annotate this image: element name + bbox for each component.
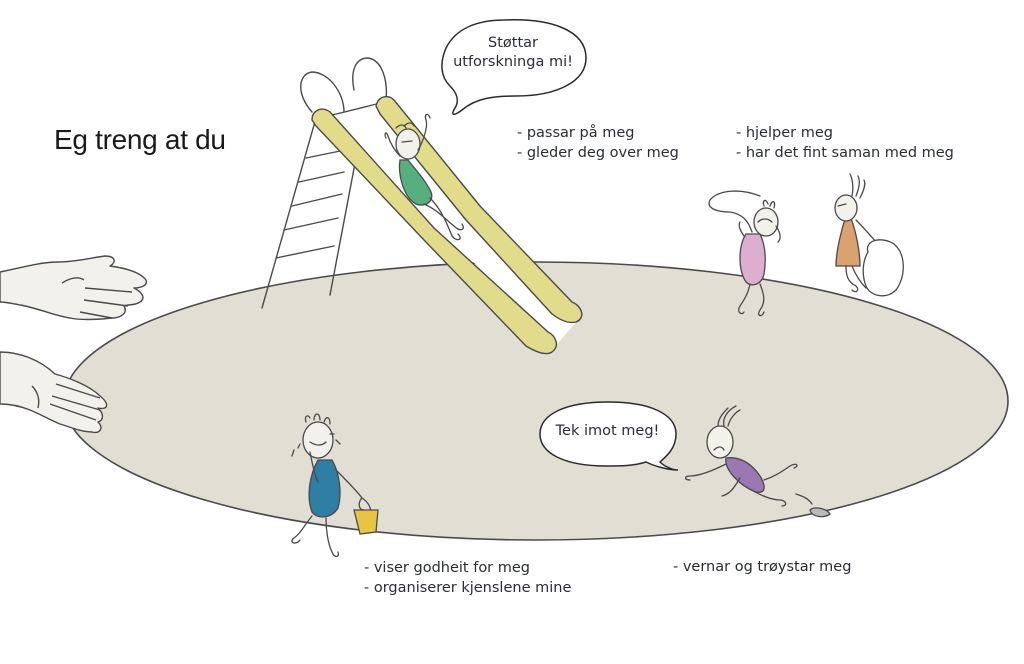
- speech-bubble-slide-text: Støttar utforskninga mi!: [438, 34, 588, 72]
- child-orange-icon: [834, 173, 904, 297]
- caption-bottom-left: - viser godheit for meg - organiserer kj…: [364, 558, 571, 598]
- upper-hand-icon: [0, 255, 147, 321]
- lower-hand-icon: [0, 351, 108, 434]
- child-on-slide-icon: [384, 113, 464, 241]
- speech-bubble-slide: [441, 19, 587, 115]
- caption-line: - organiserer kjenslene mine: [364, 580, 572, 596]
- caption-top-right: - hjelper meg - har det fint saman med m…: [736, 123, 954, 163]
- speech-line: utforskninga mi!: [453, 54, 573, 70]
- speech-bubble-running-text: Tek imot meg!: [540, 422, 675, 441]
- slide-icon: [261, 57, 580, 345]
- speech-line: Støttar: [488, 35, 538, 51]
- child-purple-icon: [684, 405, 831, 518]
- caption-line: - gleder deg over meg: [517, 145, 679, 161]
- caption-slide: - passar på meg - gleder deg over meg: [517, 123, 679, 163]
- page-title: Eg treng at du: [54, 124, 226, 155]
- speech-line: Tek imot meg!: [555, 423, 660, 439]
- speech-bubble-running: [539, 401, 679, 471]
- caption-line: - vernar og trøystar meg: [673, 559, 852, 575]
- child-blue-icon: [291, 413, 379, 558]
- caption-line: - har det fint saman med meg: [736, 145, 954, 161]
- caption-line: - viser godheit for meg: [364, 560, 531, 576]
- caption-line: - passar på meg: [517, 125, 635, 141]
- caption-line: - hjelper meg: [736, 125, 833, 141]
- slide-rail-icon: [311, 95, 583, 355]
- child-pink-icon: [708, 190, 781, 317]
- caption-bottom-right: - vernar og trøystar meg: [673, 557, 851, 577]
